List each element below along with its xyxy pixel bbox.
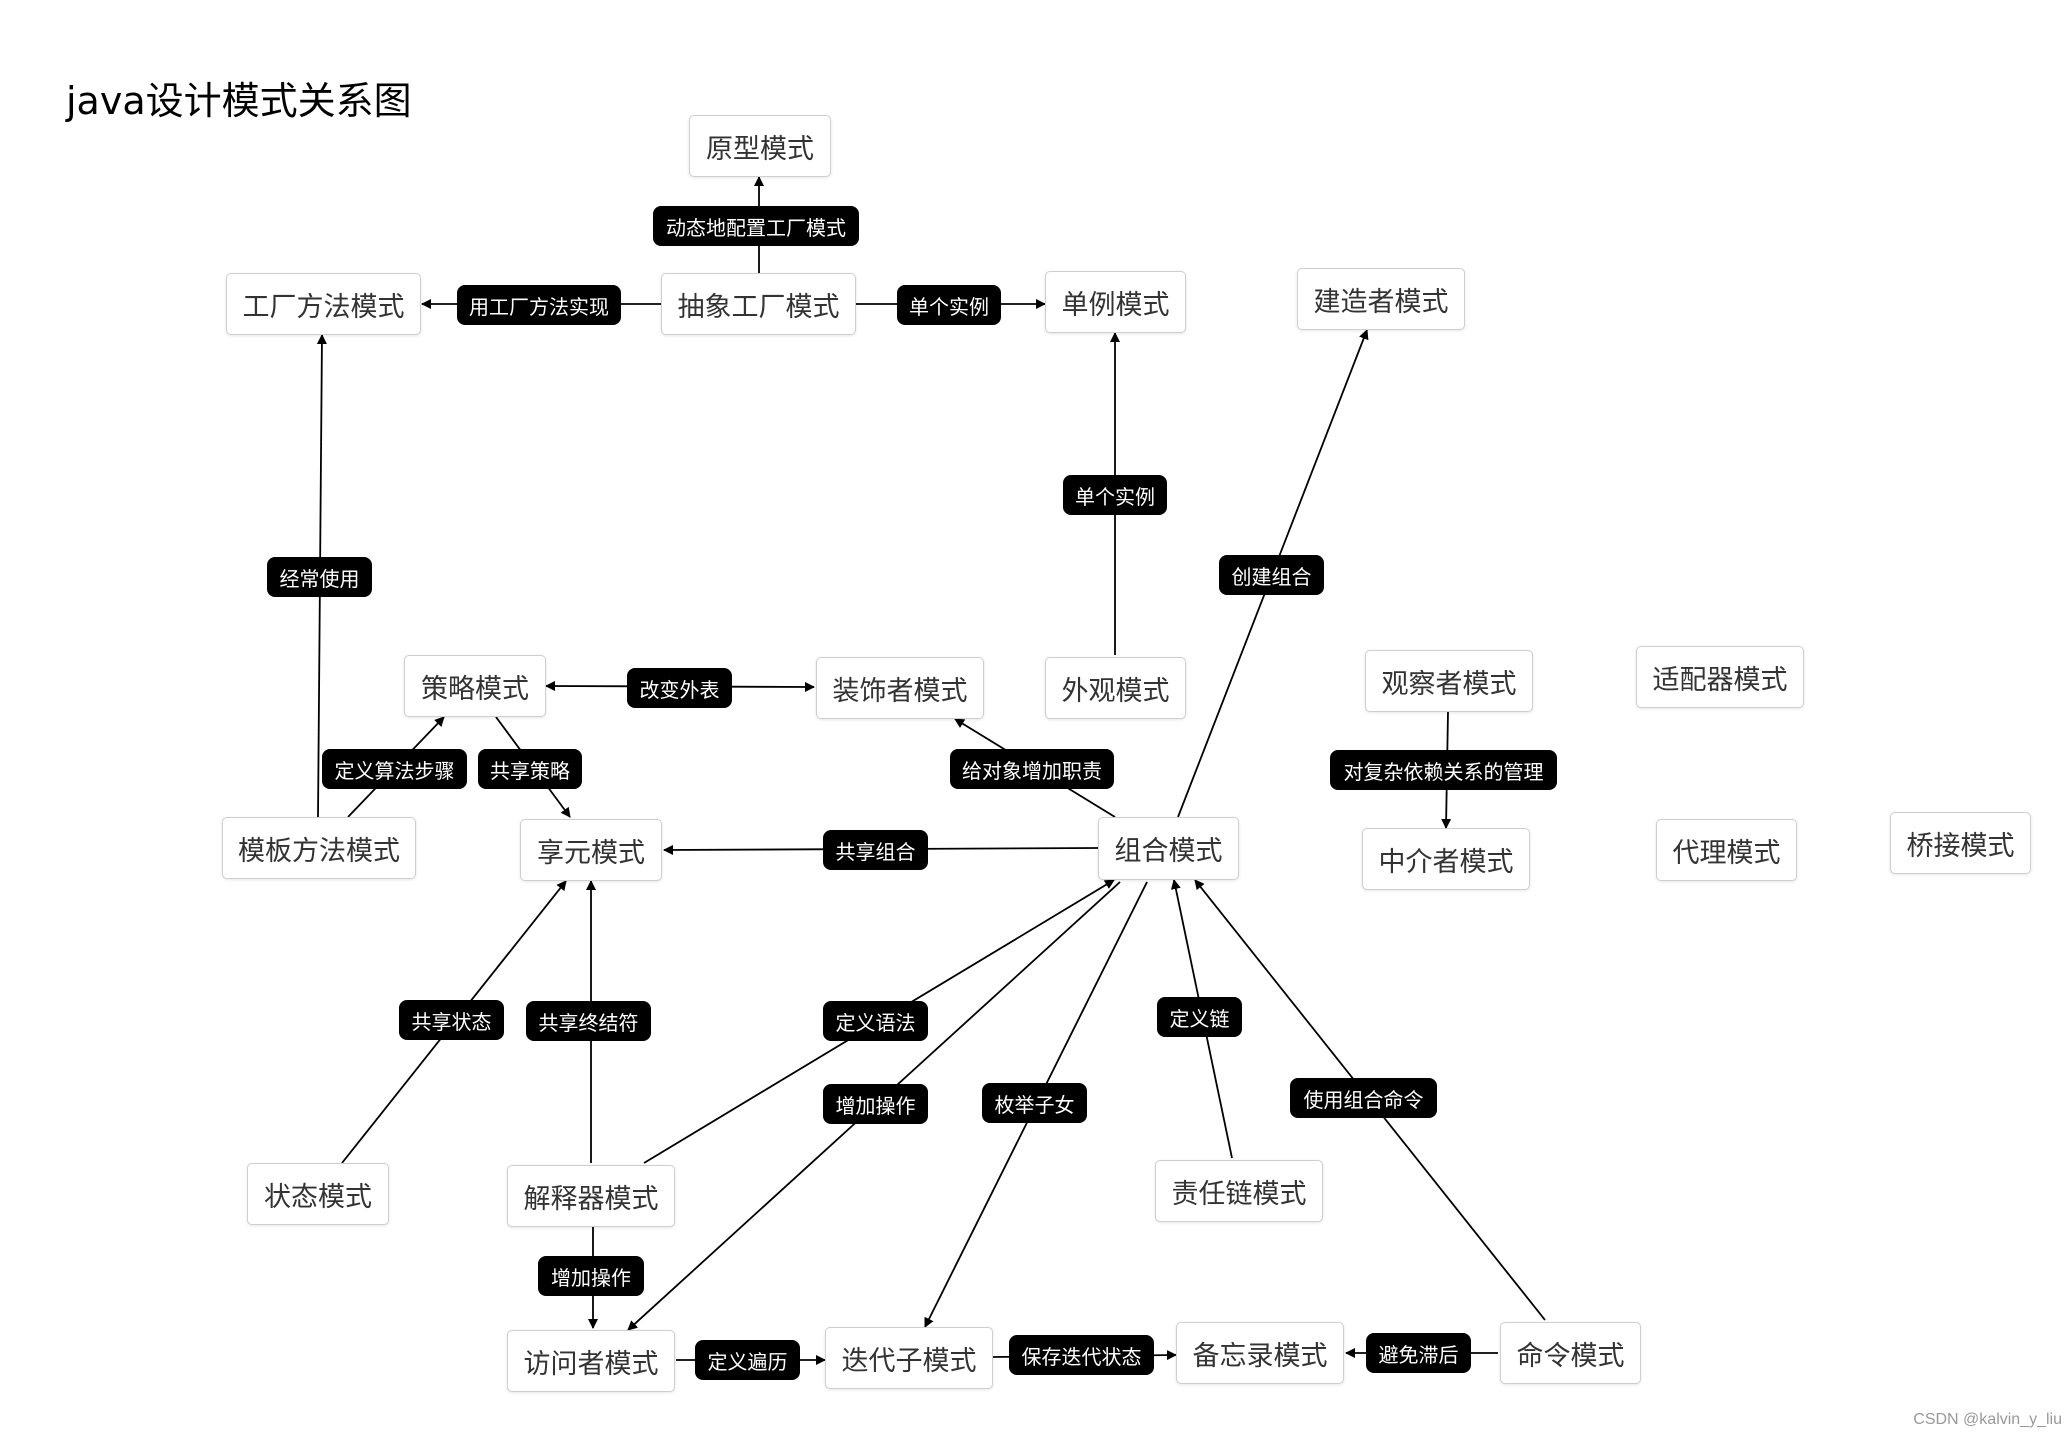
edge-label-chain-to-composite: 定义链 xyxy=(1157,997,1242,1037)
node-observer[interactable]: 观察者模式 xyxy=(1365,650,1533,712)
node-bridge[interactable]: 桥接模式 xyxy=(1890,812,2031,874)
node-decorator[interactable]: 装饰者模式 xyxy=(816,657,984,719)
edge-label-composite-to-builder: 创建组合 xyxy=(1219,555,1324,595)
node-factory-method[interactable]: 工厂方法模式 xyxy=(226,273,421,335)
page-title: java设计模式关系图 xyxy=(66,79,412,123)
node-visitor[interactable]: 访问者模式 xyxy=(507,1330,675,1392)
node-abstract-factory[interactable]: 抽象工厂模式 xyxy=(661,273,856,335)
edge-label-state-to-flyweight: 共享状态 xyxy=(399,1000,504,1040)
edge-label-iterator-to-memento: 保存迭代状态 xyxy=(1009,1335,1154,1375)
node-interpreter[interactable]: 解释器模式 xyxy=(507,1165,675,1227)
edge-label-template-to-strategy: 定义算法步骤 xyxy=(322,749,467,789)
node-facade[interactable]: 外观模式 xyxy=(1045,657,1186,719)
node-command[interactable]: 命令模式 xyxy=(1500,1322,1641,1384)
edge-label-interpreter-to-composite: 定义语法 xyxy=(823,1001,928,1041)
node-builder[interactable]: 建造者模式 xyxy=(1297,268,1465,330)
node-prototype[interactable]: 原型模式 xyxy=(689,115,831,177)
edge-label-visitor-to-iterator: 定义遍历 xyxy=(695,1340,800,1380)
node-flyweight[interactable]: 享元模式 xyxy=(520,819,662,881)
edge-label-abstract-factory-to-factory-method: 用工厂方法实现 xyxy=(457,285,621,325)
node-template-method[interactable]: 模板方法模式 xyxy=(222,817,416,879)
edge-label-composite-to-flyweight: 共享组合 xyxy=(823,830,928,870)
edge-label-composite-to-visitor: 增加操作 xyxy=(823,1084,928,1124)
edge-label-abstract-factory-to-singleton: 单个实例 xyxy=(897,285,1001,325)
node-singleton[interactable]: 单例模式 xyxy=(1045,271,1186,333)
edge-label-observer-to-mediator: 对复杂依赖关系的管理 xyxy=(1330,750,1557,790)
edge-label-strategy-to-flyweight: 共享策略 xyxy=(478,749,582,789)
edge-label-interpreter-to-visitor: 增加操作 xyxy=(538,1256,644,1296)
edge-label-abstract-factory-to-prototype: 动态地配置工厂模式 xyxy=(653,206,859,246)
node-chain-of-responsibility[interactable]: 责任链模式 xyxy=(1155,1160,1323,1222)
watermark: CSDN @kalvin_y_liu xyxy=(1913,1411,2062,1428)
edge-label-interpreter-to-flyweight: 共享终结符 xyxy=(526,1001,651,1041)
edge-label-strategy-decorator: 改变外表 xyxy=(627,668,732,708)
edge-label-command-to-composite: 使用组合命令 xyxy=(1290,1078,1437,1118)
edge-label-template-to-factory-method: 经常使用 xyxy=(267,557,372,597)
node-composite[interactable]: 组合模式 xyxy=(1098,817,1239,880)
edge-label-composite-to-iterator: 枚举子女 xyxy=(982,1083,1087,1123)
node-proxy[interactable]: 代理模式 xyxy=(1656,819,1797,881)
edge-label-composite-to-decorator: 给对象增加职责 xyxy=(950,749,1114,789)
edge-label-facade-to-singleton: 单个实例 xyxy=(1063,475,1167,515)
node-memento[interactable]: 备忘录模式 xyxy=(1176,1322,1344,1384)
node-mediator[interactable]: 中介者模式 xyxy=(1362,828,1530,890)
node-iterator[interactable]: 迭代子模式 xyxy=(825,1327,993,1389)
node-adapter[interactable]: 适配器模式 xyxy=(1636,646,1804,708)
node-strategy[interactable]: 策略模式 xyxy=(404,655,546,717)
edge-label-command-to-memento: 避免滞后 xyxy=(1366,1333,1471,1373)
node-state[interactable]: 状态模式 xyxy=(247,1163,389,1225)
